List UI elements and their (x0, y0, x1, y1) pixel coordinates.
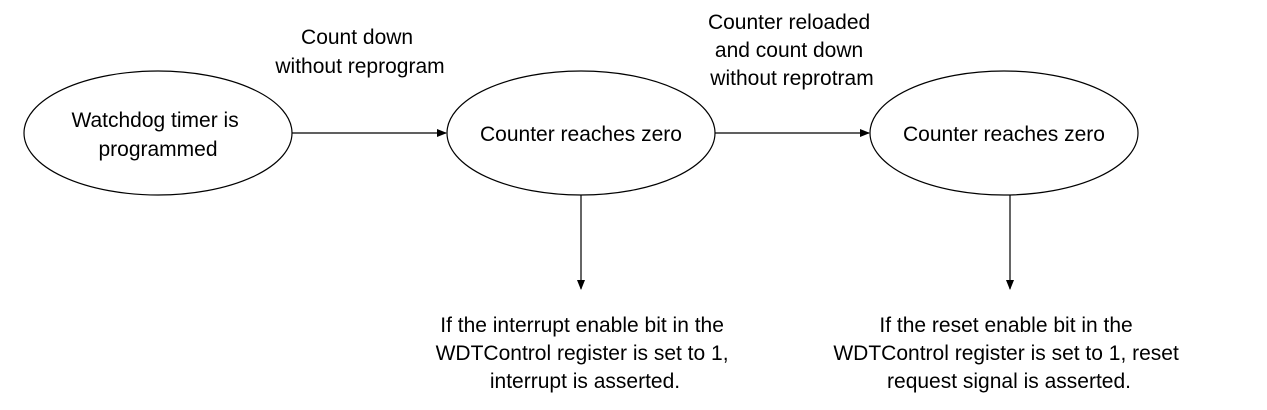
node-label-line: Counter reaches zero (903, 123, 1105, 146)
outcome-reset-text: If the reset enable bit in the WDTContro… (833, 314, 1184, 393)
node-counter-zero-1-label: Counter reaches zero (480, 123, 682, 146)
edge-label-line: without reprotram (709, 67, 873, 90)
node-label-line: Watchdog timer is (71, 109, 238, 132)
edge-label-line: without reprogram (274, 55, 444, 78)
edge-label-count-down: Count down without reprogram (274, 26, 444, 78)
edge-label-line: and count down (715, 39, 863, 62)
outcome-line: request signal is asserted. (887, 370, 1131, 393)
outcome-interrupt-text: If the interrupt enable bit in the WDTCo… (436, 314, 735, 393)
outcome-line: If the reset enable bit in the (879, 314, 1132, 337)
node-counter-zero-2 (869, 70, 1139, 196)
node-label-line: Counter reaches zero (480, 123, 682, 146)
outcome-line: If the interrupt enable bit in the (440, 314, 724, 337)
node-counter-zero-2-label: Counter reaches zero (903, 123, 1105, 146)
outcome-line: WDTControl register is set to 1, reset (833, 342, 1179, 365)
edge-label-counter-reloaded: Counter reloaded and count down without … (708, 11, 876, 90)
node-watchdog-programmed-label: Watchdog timer is programmed (71, 109, 244, 161)
outcome-line: interrupt is asserted. (490, 370, 680, 393)
edge-label-line: Counter reloaded (708, 11, 870, 34)
outcome-line: WDTControl register is set to 1, (436, 342, 729, 365)
node-label-line: programmed (98, 138, 217, 161)
edge-label-line: Count down (301, 26, 413, 49)
node-watchdog-programmed (23, 70, 293, 196)
